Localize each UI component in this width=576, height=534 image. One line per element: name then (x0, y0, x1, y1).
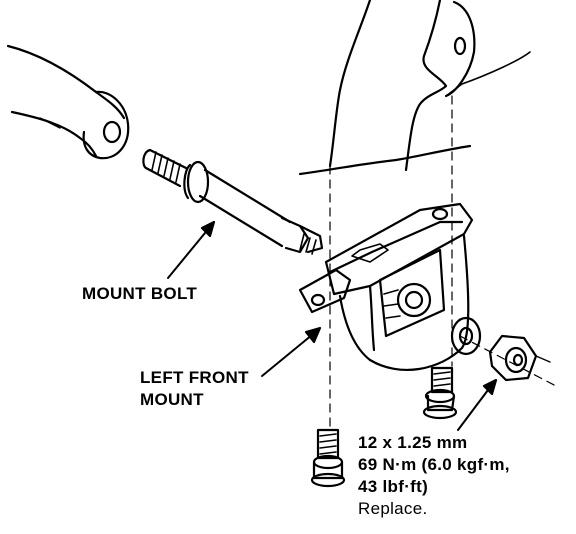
left-front-mount-label-line2: MOUNT (140, 390, 204, 409)
bolt-size-spec: 12 x 1.25 mm (358, 433, 468, 452)
mount-bolt-label: MOUNT BOLT (82, 284, 198, 303)
left-front-mount-drawing (261, 202, 474, 377)
replace-note: Replace. (358, 499, 428, 518)
left-front-mount-label-line1: LEFT FRONT (140, 368, 249, 387)
torque-spec-metric: 69 N·m (6.0 kgf·m, (358, 455, 510, 474)
mount-bolt-drawing (142, 148, 324, 279)
torque-spec-imperial: 43 lbf·ft) (358, 477, 429, 496)
washer-and-nut (450, 316, 551, 431)
lower-bolts (310, 366, 458, 488)
frame-arm (6, 44, 130, 160)
engine-bracket (298, 0, 531, 176)
assembly-center-lines (329, 95, 557, 429)
